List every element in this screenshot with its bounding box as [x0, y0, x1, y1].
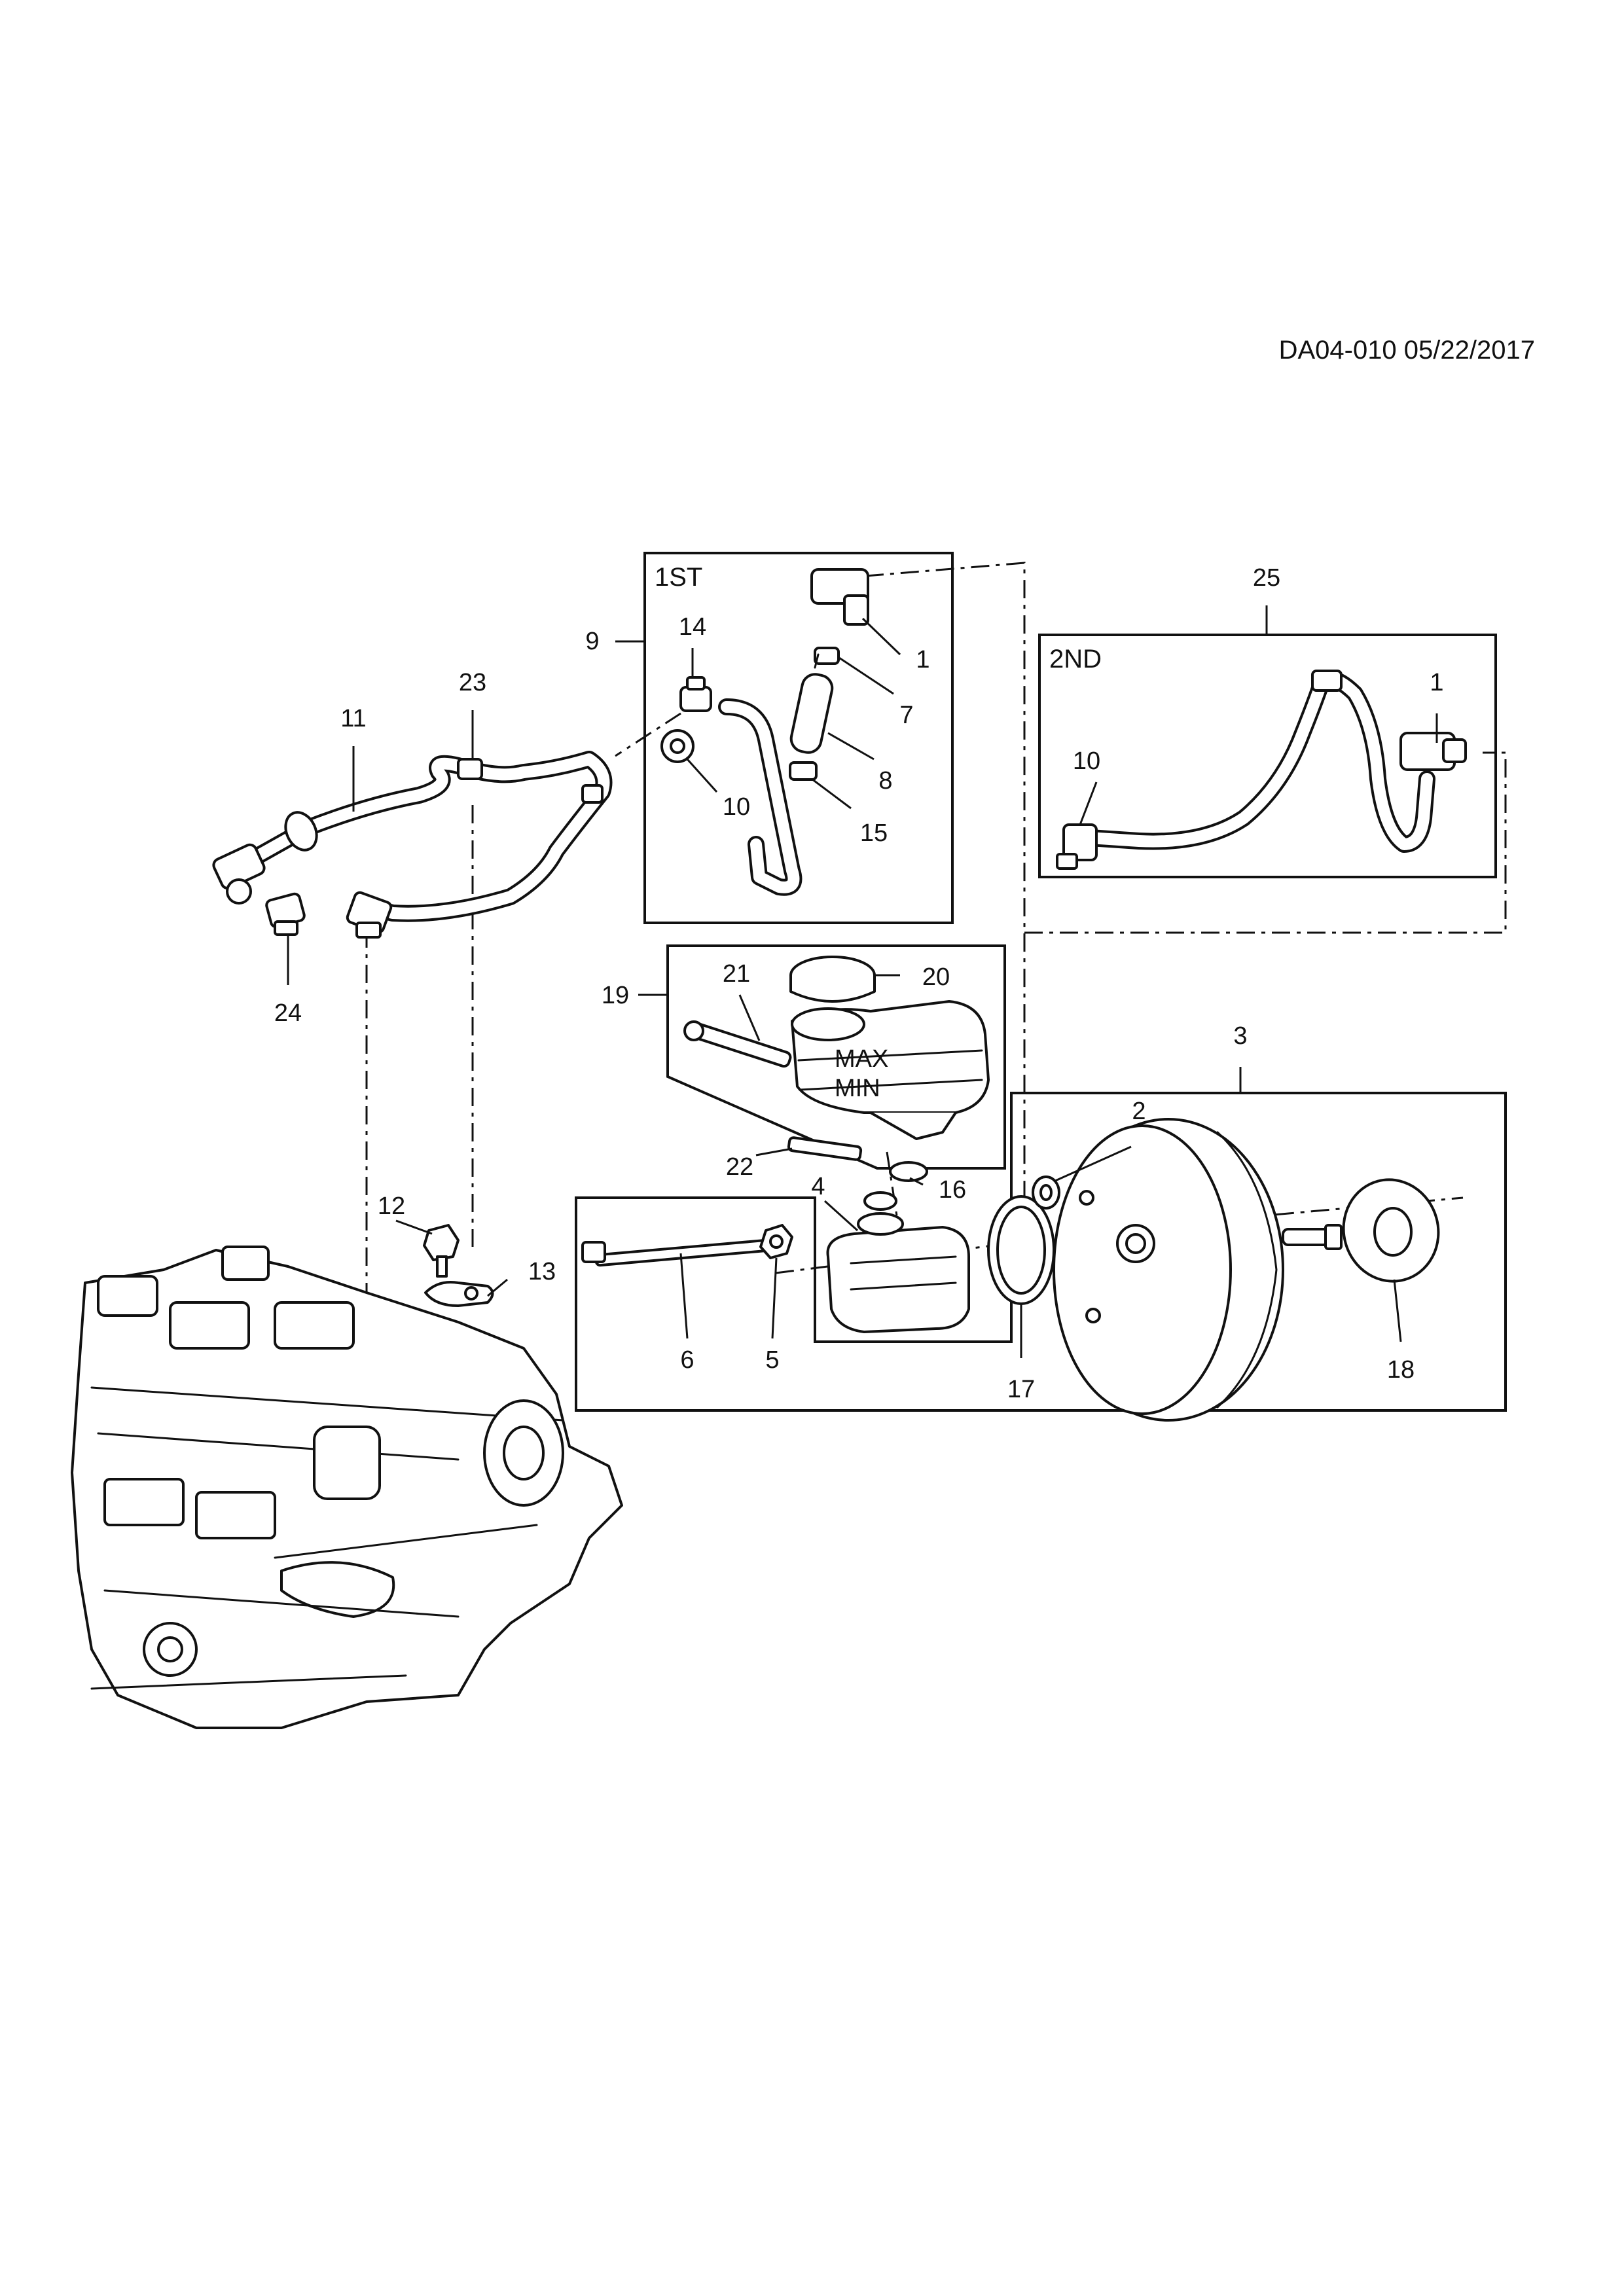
- callout-8: 8: [878, 767, 892, 795]
- brake-booster-3: [1053, 1118, 1343, 1422]
- hose-end-connector: [212, 843, 266, 905]
- frame-booster-assembly: [575, 1092, 1507, 1412]
- callout-15: 15: [860, 819, 888, 847]
- frame-2nd-label: 2ND: [1049, 645, 1102, 673]
- callout-21: 21: [723, 960, 750, 988]
- callout-7: 7: [899, 702, 913, 729]
- first-design-parts: [660, 568, 869, 896]
- callout-17: 17: [1007, 1376, 1035, 1403]
- reservoir-body: MAX MIN: [791, 1000, 990, 1140]
- pin-22: [787, 1136, 863, 1161]
- reservoir-assembly-19: MAX MIN: [683, 956, 990, 1161]
- callouts: 1 1 2 3 4 5 6 7 8 9 10 10 11 12 13 14 15…: [274, 564, 1444, 1403]
- callout-25: 25: [1253, 564, 1280, 592]
- nut-5: [759, 1224, 793, 1259]
- second-design-parts: [1056, 670, 1467, 870]
- callout-3: 3: [1233, 1022, 1247, 1050]
- callout-1-second: 1: [1430, 669, 1443, 696]
- callout-23: 23: [459, 669, 486, 696]
- bolt-12: [423, 1224, 460, 1278]
- seal-17: [987, 1195, 1055, 1305]
- callout-11: 11: [340, 705, 366, 732]
- callout-22: 22: [726, 1153, 753, 1181]
- bracket-13: [424, 1281, 494, 1307]
- fitting-2nd: [1056, 823, 1098, 870]
- stud-6: [581, 1237, 787, 1267]
- reservoir-max-mark: MAX: [835, 1045, 888, 1073]
- washer-2: [1032, 1175, 1060, 1210]
- clamp-15: [789, 761, 818, 781]
- leader-lines: [287, 605, 1438, 1358]
- clamp-7: [814, 647, 840, 665]
- callout-2: 2: [1132, 1098, 1146, 1125]
- callout-19: 19: [602, 982, 629, 1009]
- vacuum-hose-assembly: [212, 751, 613, 939]
- fitting-14: [679, 676, 712, 712]
- check-valve-24: [265, 892, 306, 936]
- callout-14: 14: [679, 613, 706, 641]
- callout-10-second: 10: [1073, 747, 1100, 775]
- callout-12: 12: [378, 1193, 405, 1220]
- frame-reservoir: [666, 944, 1006, 1170]
- callout-18: 18: [1387, 1356, 1415, 1384]
- callout-5: 5: [765, 1346, 779, 1374]
- callout-24: 24: [274, 999, 302, 1027]
- document-id: DA04-010 05/22/2017: [1279, 336, 1535, 365]
- frame-1st-label: 1ST: [655, 563, 702, 592]
- sensor-connector-1: [810, 568, 869, 626]
- callout-9: 9: [585, 628, 599, 655]
- engine-block: [71, 1246, 623, 1729]
- engine-side-connector: [346, 891, 393, 939]
- callout-20: 20: [922, 963, 950, 991]
- sensor-21: [683, 1020, 792, 1068]
- master-cylinder-4: [826, 1161, 970, 1333]
- callout-4: 4: [811, 1173, 825, 1200]
- sensor-connector-2nd: [1399, 732, 1467, 771]
- callout-13: 13: [528, 1258, 556, 1285]
- filter-8: [789, 673, 834, 754]
- callout-6: 6: [680, 1346, 694, 1374]
- callout-10-first: 10: [723, 793, 750, 821]
- callout-16: 16: [939, 1176, 966, 1204]
- callout-1-first: 1: [916, 646, 929, 673]
- gasket-18: [1342, 1178, 1440, 1283]
- grommet-10: [660, 729, 695, 763]
- reservoir-cap-20: [789, 956, 876, 1003]
